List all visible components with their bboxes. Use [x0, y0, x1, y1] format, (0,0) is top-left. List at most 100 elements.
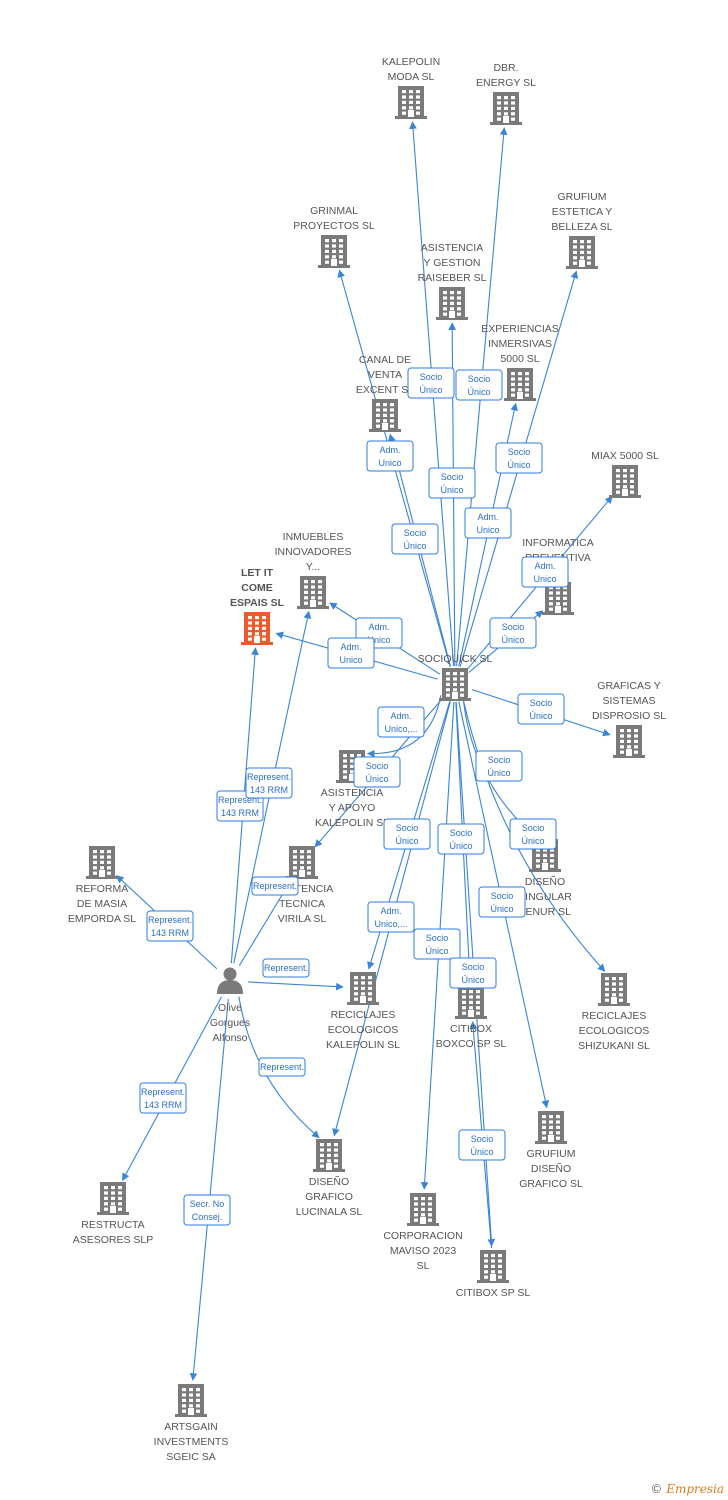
edge-label-box[interactable]	[383, 818, 431, 850]
edge-label-box[interactable]	[495, 442, 543, 474]
edge-label-box[interactable]	[391, 523, 439, 555]
edge-label-box[interactable]	[251, 876, 299, 896]
edge-label-box[interactable]	[367, 901, 415, 933]
node-label-experiencias: 5000 SL	[500, 353, 539, 365]
node-inmuebles[interactable]: INMUEBLESINNOVADORESY...	[275, 531, 352, 609]
edge-label-5[interactable]: Adm.Unico	[464, 507, 512, 539]
edge-label-box[interactable]	[366, 440, 414, 472]
edge-label-box[interactable]	[428, 467, 476, 499]
edge-label-box[interactable]	[407, 367, 455, 399]
edge-label-box[interactable]	[464, 507, 512, 539]
node-label-citibox_boxco: BOXCO SP SL	[436, 1038, 507, 1050]
edge-label-26[interactable]: Represent.143 RRM	[146, 910, 194, 942]
edge-label-6[interactable]: Adm.Unico	[366, 440, 414, 472]
node-label-grufium_estetica: GRUFIUM	[558, 191, 607, 203]
edge-label-7[interactable]: Adm.Unico	[521, 556, 569, 588]
edge-label-box[interactable]	[262, 958, 310, 978]
edge-label-box[interactable]	[258, 1057, 306, 1077]
building-icon	[318, 235, 350, 268]
edge-label-10[interactable]: Adm.Unico	[327, 637, 375, 669]
node-dbr_energy[interactable]: DBR.ENERGY SL	[476, 62, 536, 125]
node-label-reforma: DE MASIA	[77, 898, 127, 910]
edge-label-box[interactable]	[458, 1129, 506, 1161]
node-citibox_sp[interactable]: CITIBOX SP SL	[456, 1250, 531, 1299]
edge-label-12[interactable]: Adm.Unico,...	[377, 706, 425, 738]
brand-logo[interactable]: Empresia	[666, 1482, 724, 1496]
edge-label-19[interactable]: Adm.Unico,...	[367, 901, 415, 933]
edge-label-box[interactable]	[475, 750, 523, 782]
edge-label-box[interactable]	[146, 910, 194, 942]
edge-label-27[interactable]: Represent.	[262, 958, 310, 978]
node-label-grufium_estetica: ESTETICA Y	[552, 206, 613, 218]
edge-label-box[interactable]	[139, 1082, 187, 1114]
edge-label-text: Único	[395, 836, 418, 846]
edge-label-box[interactable]	[489, 617, 537, 649]
node-label-grufium_diseno: GRAFICO SL	[519, 1178, 583, 1190]
edge-label-box[interactable]	[413, 928, 461, 960]
edge-label-29[interactable]: Represent.143 RRM	[139, 1082, 187, 1114]
edge-label-box[interactable]	[183, 1194, 231, 1226]
edge-sociquick-asistencia_kalepolin	[366, 695, 442, 758]
edge-label-box[interactable]	[437, 823, 485, 855]
node-label-reciclajes_shizukani: ECOLOGICOS	[579, 1025, 650, 1037]
node-label-informatica: INFORMATICA	[522, 537, 594, 549]
edge-label-box[interactable]	[455, 369, 503, 401]
edge-label-28[interactable]: Represent.	[258, 1057, 306, 1077]
edge-label-box[interactable]	[517, 693, 565, 725]
edge-label-box[interactable]	[245, 767, 293, 799]
edge-label-box[interactable]	[521, 556, 569, 588]
edge-label-text: Represent.	[141, 1087, 185, 1097]
edge-label-box[interactable]	[327, 637, 375, 669]
edge-label-box[interactable]	[509, 818, 557, 850]
edge-label-box[interactable]	[478, 886, 526, 918]
node-sociquick[interactable]: SOCIQUICK SL	[418, 653, 493, 701]
edge-label-text: Único	[425, 946, 448, 956]
edge-label-box[interactable]	[449, 957, 497, 989]
edge-label-box[interactable]	[353, 756, 401, 788]
node-miax[interactable]: MIAX 5000 SL	[591, 450, 659, 498]
edge-label-box[interactable]	[377, 706, 425, 738]
edge-label-text: Único	[507, 460, 530, 470]
node-label-canal_venta: CANAL DE	[359, 354, 411, 366]
edge-label-24[interactable]: Represent.143 RRM	[245, 767, 293, 799]
edge-label-25[interactable]: Represent.	[251, 876, 299, 896]
node-label-reciclajes_shizukani: SHIZUKANI SL	[578, 1040, 650, 1052]
edge-label-text: Adm.	[380, 906, 401, 916]
